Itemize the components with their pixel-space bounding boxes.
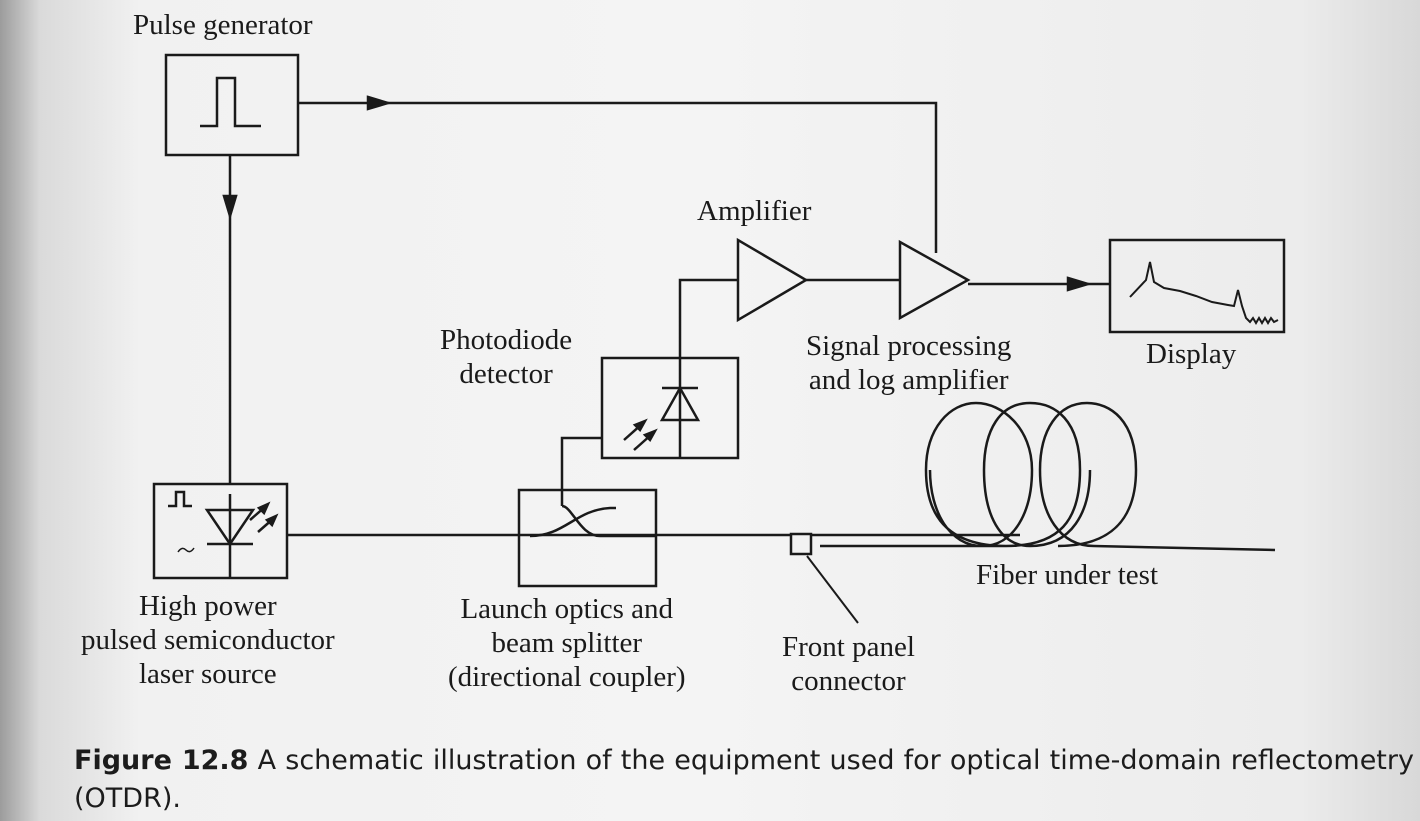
laser-source-label: High power pulsed semiconductor laser so… — [81, 590, 335, 690]
pulse-icon — [200, 76, 261, 128]
launch-optics-box — [517, 488, 658, 588]
laser-pulse-icon — [168, 490, 192, 508]
coupler-curve-a — [529, 506, 616, 538]
trigger-line — [298, 101, 938, 253]
front-panel-connector — [789, 532, 813, 556]
launch-optics-label: Launch optics and beam splitter (directi… — [448, 593, 686, 693]
pulse-generator-label: Pulse generator — [133, 9, 313, 41]
amplifier-label: Amplifier — [697, 195, 812, 227]
pulse-generator-box — [164, 53, 300, 157]
photodiode-box — [600, 356, 740, 460]
signal-processing-triangle — [898, 239, 971, 321]
photodiode-label: Photodiode detector — [440, 324, 573, 390]
amplifier-triangle — [736, 237, 809, 323]
trigger-arrow — [366, 95, 393, 111]
display-box — [1108, 238, 1286, 334]
figure-number: Figure 12.8 — [74, 745, 249, 776]
connector-label: Front panel connector — [782, 631, 915, 697]
figure-caption: Figure 12.8 A schematic illustration of … — [74, 742, 1414, 818]
display-arrow — [1066, 276, 1093, 292]
caption-text: A schematic illustration of the equipmen… — [74, 745, 1414, 814]
display-label: Display — [1146, 338, 1237, 370]
otdr-trace — [1129, 261, 1279, 325]
coupler-to-detector-line — [560, 436, 602, 506]
fiber-label: Fiber under test — [976, 559, 1159, 591]
laser-diode-icon — [204, 508, 256, 547]
laser-source-box — [152, 482, 289, 580]
coupler-curve-b — [561, 504, 656, 538]
connector-leader — [806, 555, 859, 624]
fiber-under-test-coil — [820, 401, 1276, 552]
pulse-down-arrow — [222, 194, 238, 221]
detector-to-amp-line — [678, 278, 738, 358]
signal-processing-label: Signal processing and log amplifier — [806, 330, 1012, 396]
photodiode-icon — [659, 385, 701, 422]
